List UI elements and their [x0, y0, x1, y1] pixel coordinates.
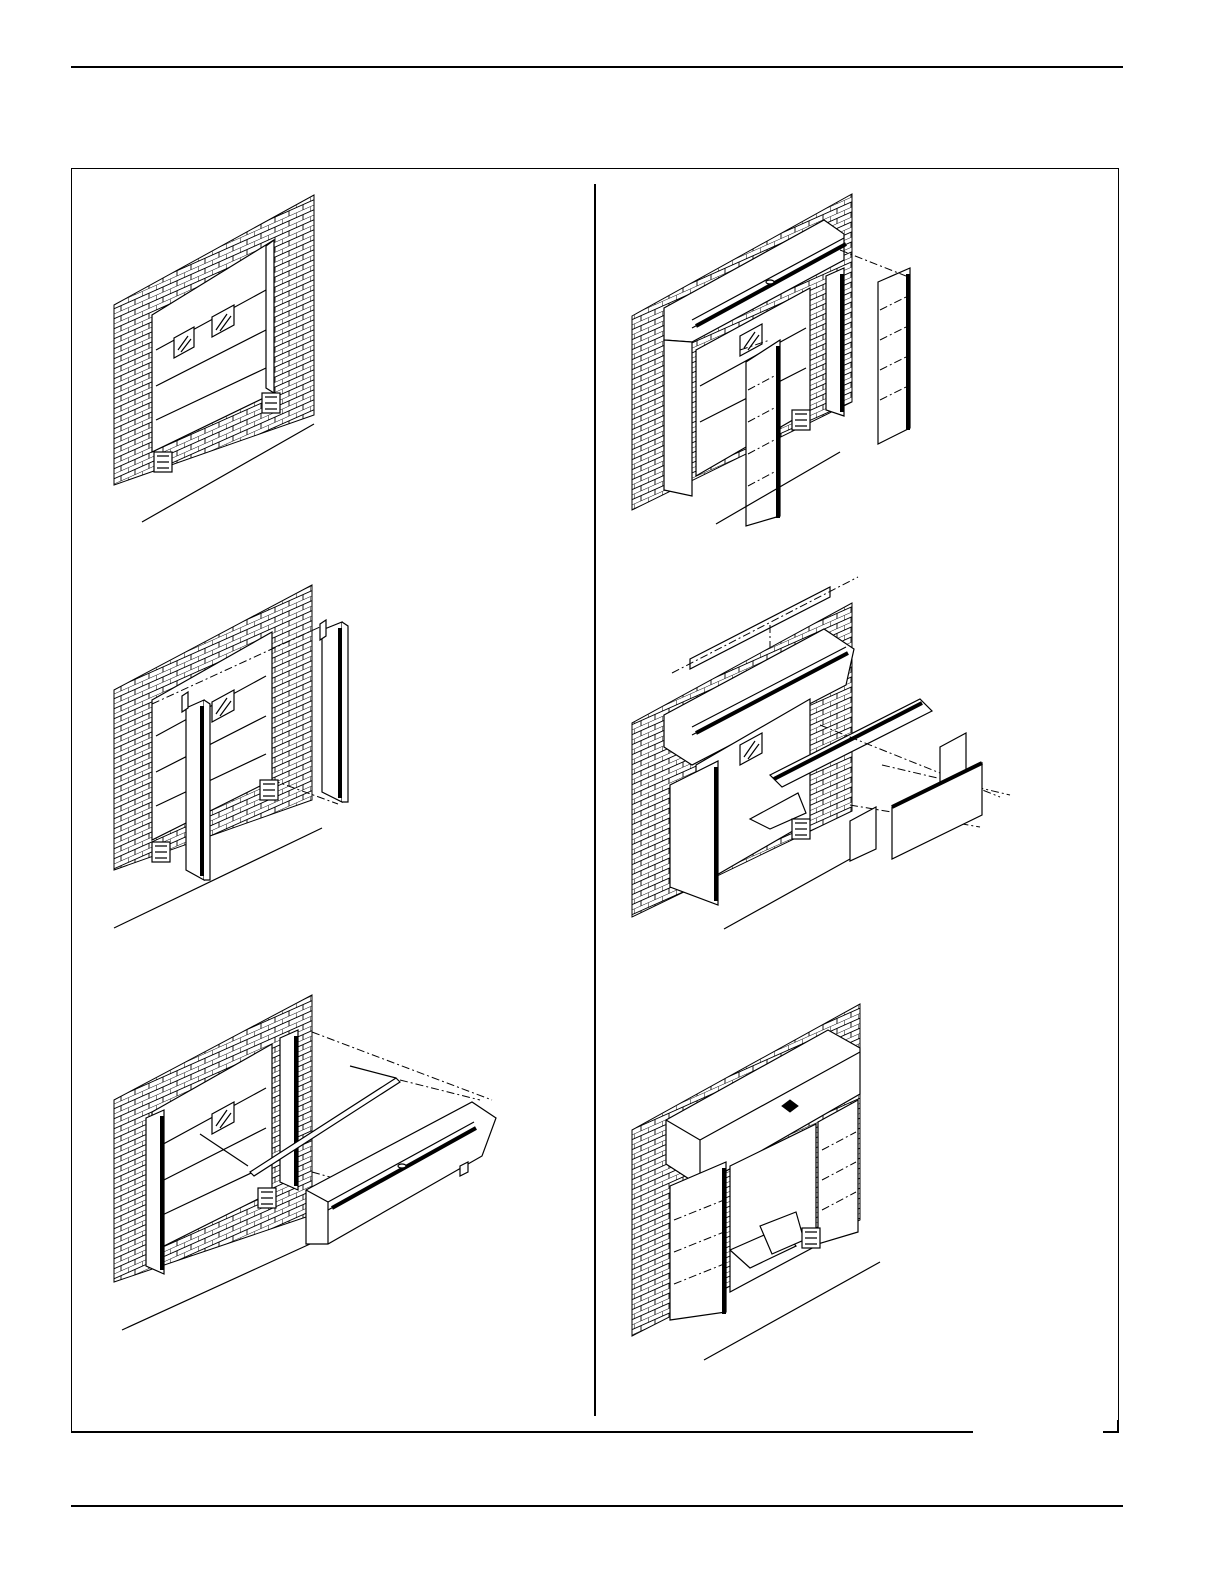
top-rule — [71, 66, 1123, 68]
frame-corner-tick — [1117, 1420, 1119, 1432]
side-pad-left — [670, 1162, 726, 1320]
diagram-step-6 — [620, 1000, 900, 1370]
column-divider — [594, 184, 596, 1416]
side-pad-right — [878, 268, 910, 444]
dock-bumper — [792, 410, 810, 430]
dock-bumper-left — [152, 842, 170, 862]
side-curtain-left-lower — [850, 807, 876, 861]
side-pad-front — [746, 340, 780, 526]
pad-left-mounted — [664, 340, 692, 496]
side-pad-right — [818, 1100, 858, 1244]
diagram-step-2 — [100, 580, 380, 940]
side-frame-left — [146, 1110, 164, 1274]
diagram-step-4 — [620, 190, 940, 535]
side-pad-left — [670, 761, 718, 905]
dock-bumper — [792, 819, 810, 839]
dock-bumper-right — [260, 780, 278, 800]
side-curtain-right-lower — [892, 763, 982, 859]
dock-bumper-right — [262, 393, 280, 413]
dock-bumper — [802, 1228, 820, 1248]
diagram-step-3 — [100, 990, 520, 1340]
dock-bumper — [258, 1188, 276, 1208]
side-frame-right — [280, 1030, 298, 1190]
side-frame-left — [182, 692, 210, 880]
frame-bottom-left — [71, 1431, 973, 1433]
side-frame-right — [320, 620, 348, 802]
floor-line — [724, 859, 850, 929]
side-frame-right — [826, 268, 844, 416]
bottom-rule — [71, 1505, 1123, 1507]
diagram-step-1 — [100, 190, 340, 530]
diagram-step-5 — [620, 575, 1030, 940]
dock-bumper-left — [154, 452, 172, 472]
